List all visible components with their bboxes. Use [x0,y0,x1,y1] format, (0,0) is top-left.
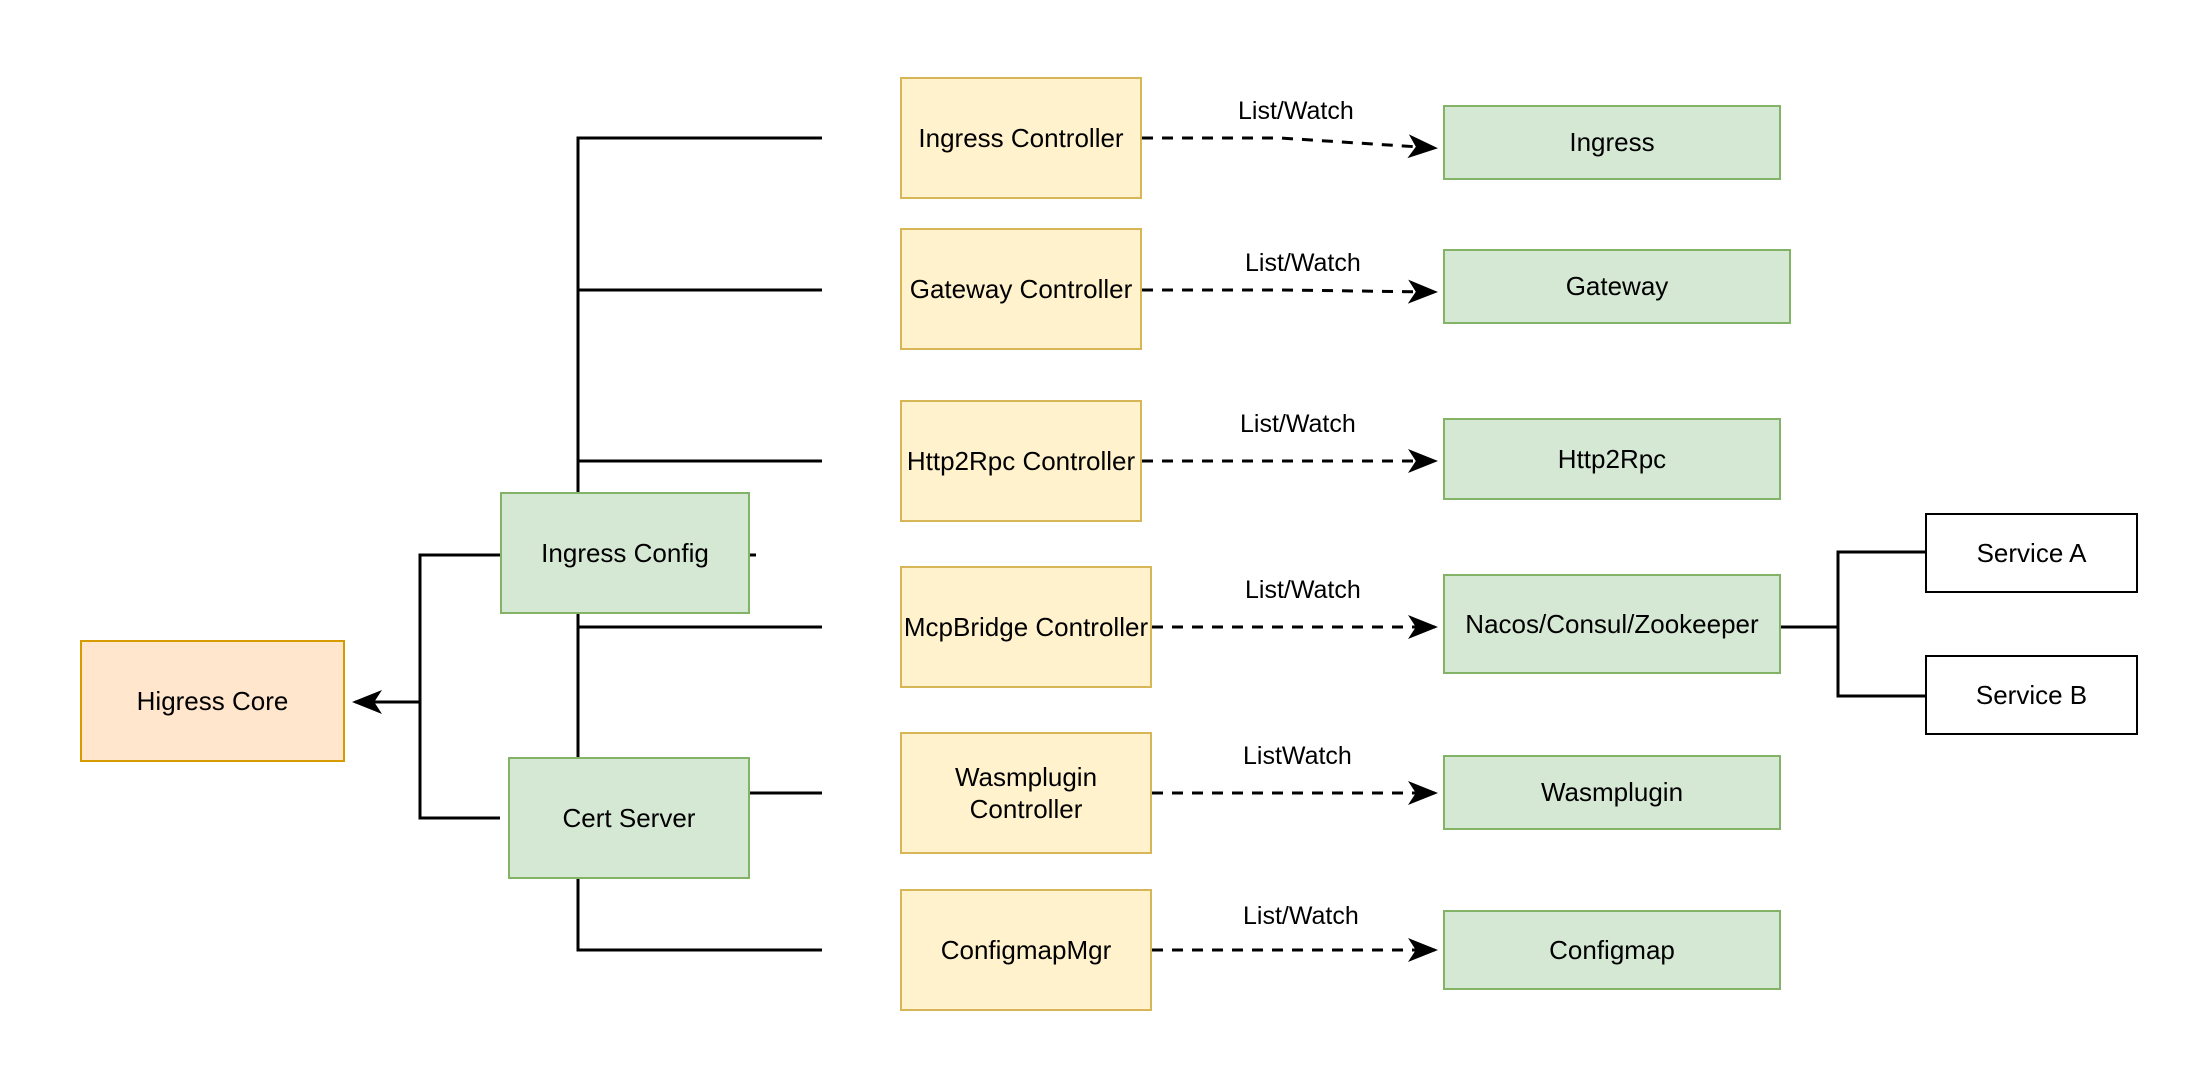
node-label: Http2Rpc Controller [906,445,1136,476]
node-cert-server[interactable]: Cert Server [508,757,750,879]
edge-label-wasmplugin: ListWatch [1243,742,1352,771]
node-label: Wasmplugin [1540,777,1684,808]
node-wasmplugin-resource[interactable]: Wasmplugin [1443,755,1781,830]
node-service-b[interactable]: Service B [1925,655,2138,735]
node-label: Ingress Config [541,537,709,568]
node-label: McpBridge Controller [903,611,1149,642]
node-higress-core[interactable]: Higress Core [80,640,345,762]
node-http2rpc-controller[interactable]: Http2Rpc Controller [900,400,1142,522]
node-label: Gateway [1565,271,1669,302]
edge-label-gateway: List/Watch [1245,249,1361,278]
node-configmap-resource[interactable]: Configmap [1443,910,1781,990]
edge-label-text: List/Watch [1238,97,1354,125]
node-configmapmgr[interactable]: ConfigmapMgr [900,889,1152,1011]
node-label: ConfigmapMgr [940,934,1112,965]
core-trunk [352,553,500,820]
node-mcpbridge-controller[interactable]: McpBridge Controller [900,566,1152,688]
node-registry-resource[interactable]: Nacos/Consul/Zookeeper [1443,574,1781,674]
node-service-a[interactable]: Service A [1925,513,2138,593]
node-label: Ingress [1569,127,1655,158]
listwatch-connectors [1142,134,1438,962]
node-label: Cert Server [562,802,696,833]
node-label: Configmap [1549,934,1675,965]
node-http2rpc-resource[interactable]: Http2Rpc [1443,418,1781,500]
node-gateway-resource[interactable]: Gateway [1443,249,1791,324]
node-label: Wasmplugin Controller [954,761,1098,825]
node-wasmplugin-controller[interactable]: Wasmplugin Controller [900,732,1152,854]
node-ingress-controller[interactable]: Ingress Controller [900,77,1142,199]
node-label: Service B [1975,679,2088,710]
edge-label-text: List/Watch [1240,410,1356,438]
node-label: Higress Core [136,685,289,716]
edge-label-text: List/Watch [1245,576,1361,604]
edge-label-mcpbridge: List/Watch [1245,576,1361,605]
node-ingress-config[interactable]: Ingress Config [500,492,750,614]
node-label: Gateway Controller [909,273,1133,304]
node-gateway-controller[interactable]: Gateway Controller [900,228,1142,350]
edge-label-text: ListWatch [1243,742,1352,770]
edge-label-configmap: List/Watch [1243,902,1359,931]
node-label: Nacos/Consul/Zookeeper [1465,608,1759,639]
node-label: Service A [1976,537,2087,568]
edge-label-text: List/Watch [1243,902,1359,930]
edge-label-http2rpc: List/Watch [1240,410,1356,439]
edge-label-ingress: List/Watch [1238,97,1354,126]
node-label: Ingress Controller [918,122,1124,153]
node-ingress-resource[interactable]: Ingress [1443,105,1781,180]
node-label: Http2Rpc [1557,443,1667,474]
edge-label-text: List/Watch [1245,249,1361,277]
